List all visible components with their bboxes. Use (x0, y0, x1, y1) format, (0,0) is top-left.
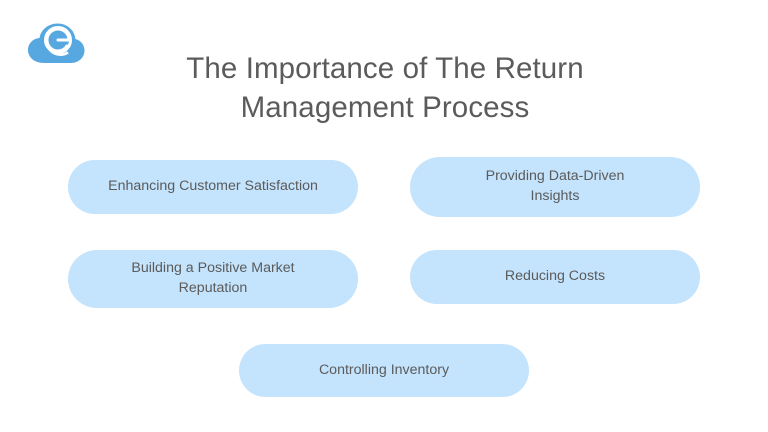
pill-label: Providing Data-Driven Insights (485, 168, 625, 204)
pill-label: Building a Positive Market Reputation (131, 260, 295, 296)
benefit-pill-providing-data-driven-insights[interactable]: Providing Data-Driven Insights (410, 157, 700, 217)
pill-label: Enhancing Customer Satisfaction (108, 178, 318, 195)
pill-label: Controlling Inventory (318, 361, 450, 378)
benefit-pill-building-a-positive-market-reputation[interactable]: Building a Positive Market Reputation (68, 250, 358, 308)
benefit-pill-enhancing-customer-satisfaction[interactable]: Enhancing Customer Satisfaction (68, 160, 358, 214)
benefit-pill-reducing-costs[interactable]: Reducing Costs (410, 250, 700, 304)
page-title: The Importance of The Return Management … (186, 52, 584, 124)
cloud-logo[interactable] (26, 20, 86, 66)
benefit-pill-controlling-inventory[interactable]: Controlling Inventory (239, 344, 529, 397)
pill-label: Reducing Costs (504, 268, 606, 285)
